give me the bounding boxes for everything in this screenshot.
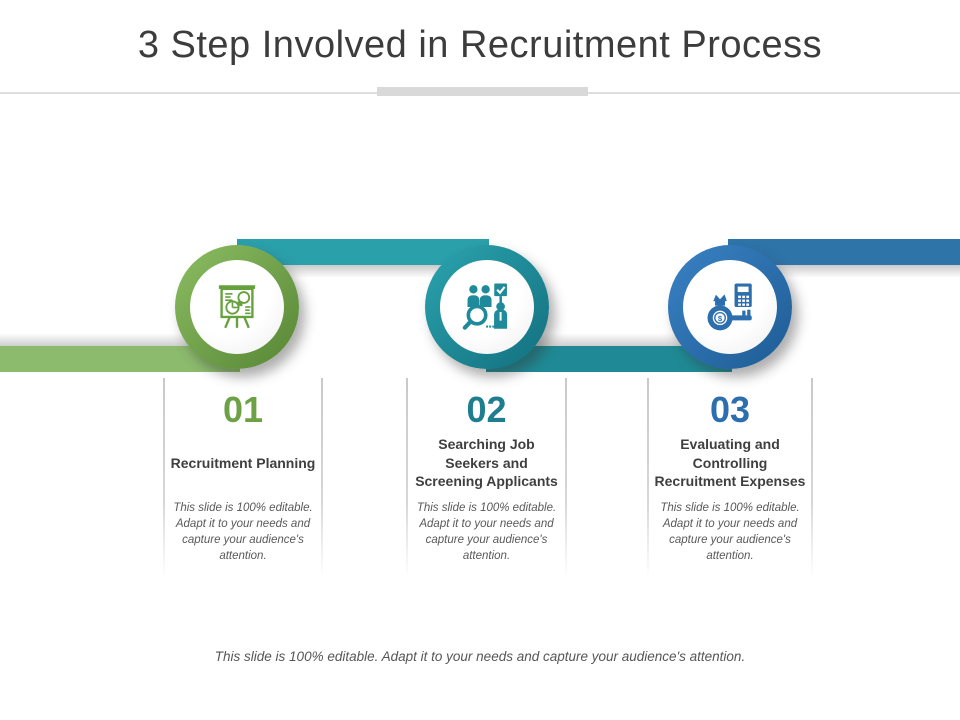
step-2-title: Searching Job Seekers and Screening Appl… <box>415 436 558 489</box>
step-1-circle <box>175 245 299 369</box>
title-divider-accent <box>377 87 588 96</box>
recruitment-expenses-icon: $ <box>707 283 752 331</box>
step-3-circle: $ <box>668 245 792 369</box>
ribbon-shadow <box>728 265 960 278</box>
step-2-icon-bg <box>440 260 534 354</box>
step-3-card: 03 Evaluating and Controlling Recruitmen… <box>647 378 813 578</box>
step-1-card: 01 Recruitment Planning This slide is 10… <box>163 378 323 578</box>
step-3-description: This slide is 100% editable. Adapt it to… <box>660 501 800 562</box>
step-1-number: 01 <box>222 389 264 430</box>
page-title: 3 Step Involved in Recruitment Process <box>137 24 823 66</box>
presentation-chart-icon <box>218 285 256 329</box>
ribbon-shadow <box>237 265 489 278</box>
step-2-description: This slide is 100% editable. Adapt it to… <box>416 501 557 562</box>
footer-note: This slide is 100% editable. Adapt it to… <box>214 649 746 664</box>
step-2-card: 02 Searching Job Seekers and Screening A… <box>406 378 567 578</box>
svg-text:$: $ <box>718 314 723 323</box>
step-2-number: 02 <box>466 389 507 430</box>
candidate-screening-icon <box>462 283 508 330</box>
step-3-title: Evaluating and Controlling Recruitment E… <box>654 436 806 489</box>
step-1-description: This slide is 100% editable. Adapt it to… <box>173 501 313 562</box>
ribbon-shadow <box>486 333 732 346</box>
step-1-title: Recruitment Planning <box>170 454 316 471</box>
step-2-circle <box>425 245 549 369</box>
step-3-number: 03 <box>709 389 751 430</box>
step-1-icon-bg <box>190 260 284 354</box>
step-3-icon-bg: $ <box>683 260 777 354</box>
ribbon-shadow <box>0 333 240 346</box>
